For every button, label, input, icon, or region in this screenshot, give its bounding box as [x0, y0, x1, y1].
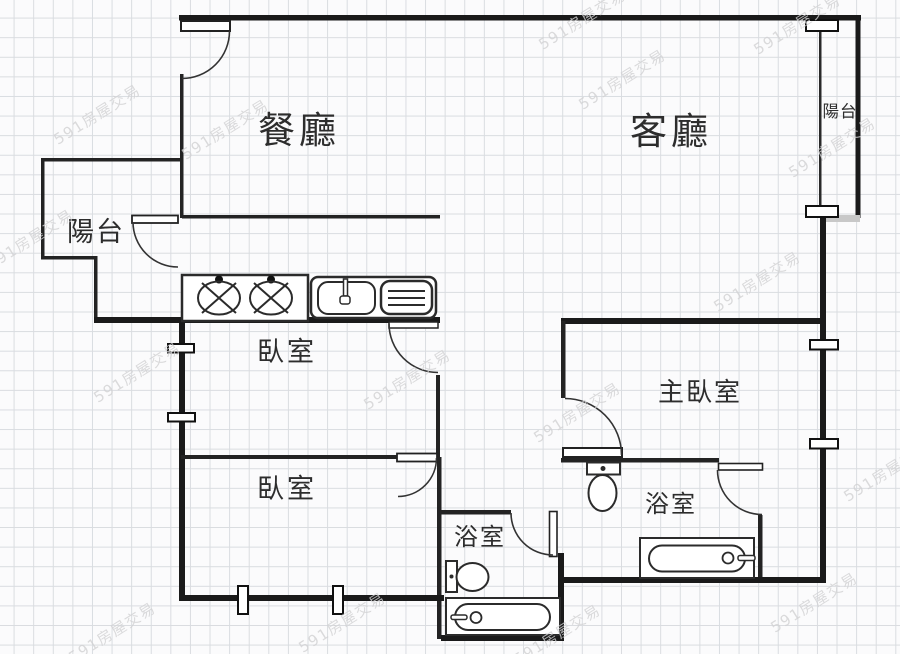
bedroom1-door-leaf — [388, 321, 439, 329]
wall-bedroom-divider — [181, 455, 397, 459]
stove-two-burner-icon — [180, 273, 310, 323]
wall-top — [179, 15, 861, 21]
master-door-arc — [564, 397, 623, 456]
wall-balcony-left-side — [41, 158, 45, 259]
bathtub-icon-master-bath — [639, 537, 756, 579]
masterbath-door-leaf — [717, 462, 764, 471]
window-marker-right-2 — [809, 438, 839, 450]
bedroom2-door-leaf — [396, 452, 438, 463]
wall-bedroom1-right — [436, 375, 440, 461]
kitchen-fixtures — [180, 273, 438, 323]
label-bathroom-master: 浴室 — [645, 490, 697, 518]
wall-bedroom2-bottom — [179, 595, 444, 601]
window-marker-right-1 — [809, 339, 839, 351]
wall-balcony-left-step-side — [94, 256, 98, 320]
wall-midbath-top — [441, 510, 511, 515]
wall-masterbath-top — [561, 458, 719, 463]
window-marker-balcony-bottom — [805, 205, 839, 218]
wall-dining-left — [180, 74, 184, 218]
wall-bedroom2-right — [437, 457, 442, 639]
wall-midbath-bottom — [441, 635, 564, 641]
label-bathroom-middle: 浴室 — [454, 523, 506, 551]
tub-drain — [469, 611, 483, 624]
toilet-icon-middle-bath — [445, 560, 490, 593]
window-marker-bottom-1 — [237, 585, 249, 615]
balcony-bottom-shadow — [826, 215, 860, 222]
tub-faucet — [737, 554, 756, 562]
bathroom-fixtures — [445, 461, 756, 636]
wall-balcony-right-outer — [855, 17, 861, 218]
drainboard-icon — [379, 279, 434, 316]
window-marker-bottom-2 — [332, 585, 344, 615]
label-master-bedroom: 主臥室 — [658, 378, 742, 408]
entry-door-arc — [181, 30, 231, 80]
bedroom2-door-arc — [397, 457, 438, 498]
window-marker-balcony-top — [805, 19, 839, 32]
wall-master-left — [561, 321, 566, 398]
toilet-icon-master-bath — [586, 461, 621, 512]
room-labels: 餐廳 客廳 陽台 陽台 臥室 臥室 主臥室 浴室 浴室 — [67, 102, 858, 551]
label-balcony-left: 陽台 — [67, 217, 125, 248]
label-bedroom-upper: 臥室 — [257, 337, 317, 368]
master-door-leaf — [562, 447, 623, 458]
window-marker-left-1 — [167, 343, 195, 354]
wall-right-main — [820, 217, 826, 583]
wall-bottom-right — [561, 577, 826, 583]
label-living: 客廳 — [630, 110, 712, 153]
tub-faucet — [450, 614, 468, 621]
wall-master-top — [561, 318, 826, 324]
wall-masterbath-right — [758, 515, 763, 581]
tub-drain — [721, 551, 735, 565]
wall-balcony-right-inner — [819, 28, 822, 209]
bathtub-icon-middle-bath — [445, 597, 561, 636]
entry-door-leaf — [180, 20, 231, 32]
label-balcony-right: 陽台 — [823, 102, 858, 121]
wall-dining-bottom — [182, 215, 440, 219]
bedroom1-door-arc — [388, 323, 439, 374]
window-markers — [167, 19, 839, 615]
balcony-left-door-leaf — [131, 214, 179, 224]
label-dining: 餐廳 — [258, 109, 340, 152]
doors — [131, 20, 764, 558]
midbath-door-leaf — [548, 510, 558, 558]
balcony-left-door-arc — [132, 221, 179, 268]
window-marker-left-2 — [167, 412, 196, 423]
masterbath-door-arc — [716, 469, 763, 516]
wall-balcony-left-step — [41, 256, 97, 260]
label-bedroom-lower: 臥室 — [257, 474, 317, 505]
wall-balcony-left-top — [41, 158, 181, 162]
midbath-door-arc — [510, 512, 554, 556]
